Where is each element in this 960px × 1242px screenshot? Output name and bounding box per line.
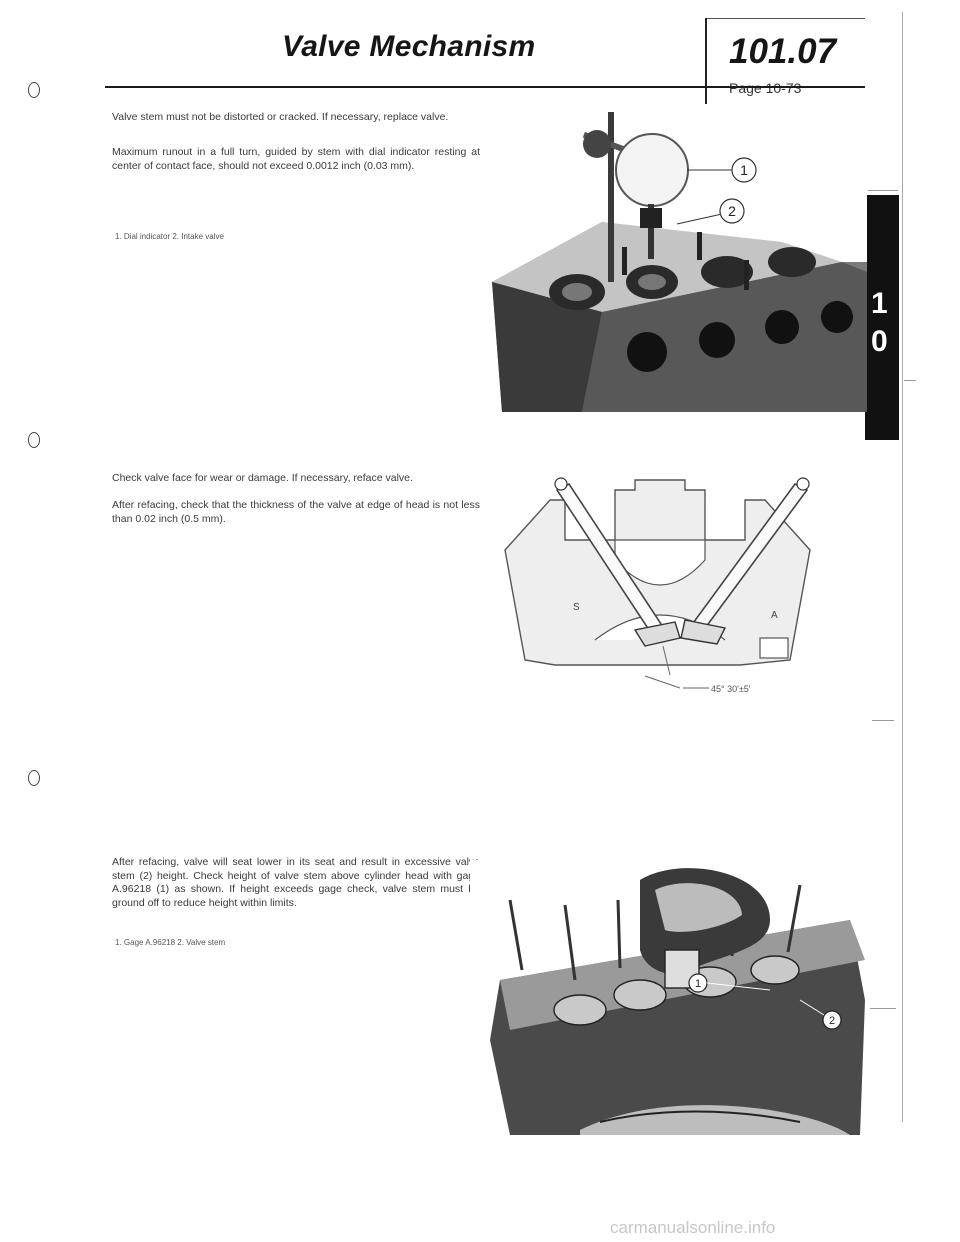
angle-annotation: 45° 30'±5' — [711, 684, 751, 694]
footer-watermark: carmanualsonline.info — [610, 1218, 776, 1237]
punch-hole-top — [28, 82, 40, 98]
header-rule — [105, 86, 863, 88]
diagram-label: A — [771, 610, 778, 621]
paragraph: After refacing, valve will seat lower in… — [112, 856, 480, 909]
section-top-rule — [707, 18, 865, 19]
paragraph: Valve stem must not be distorted or crac… — [112, 111, 449, 123]
section-thumb-tab: 1 0 — [865, 195, 899, 440]
margin-mark — [868, 190, 898, 191]
diagram-label: S — [573, 602, 580, 613]
margin-mark — [904, 380, 916, 381]
figure-legend: 1. Dial indicator 2. Intake valve — [115, 232, 224, 241]
figure-callout: 2 — [728, 203, 736, 219]
paragraph: After refacing, check that the thickness… — [112, 499, 480, 525]
figure-callout: 2 — [829, 1015, 835, 1027]
figure-callout: 1 — [740, 162, 748, 178]
margin-mark — [870, 1008, 896, 1009]
gage-check-photo: 1 2 — [470, 860, 870, 1135]
figure-legend: 1. Gage A.96218 2. Valve stem — [115, 938, 226, 947]
page-title: Valve Mechanism — [282, 30, 536, 63]
punch-hole-middle — [28, 432, 40, 448]
figure-callout: 1 — [695, 978, 701, 990]
margin-mark — [872, 720, 894, 721]
dial-indicator-photo: 1 2 — [482, 112, 867, 412]
page-reference: Page 10-73 — [729, 80, 802, 96]
paragraph: Check valve face for wear or damage. If … — [112, 472, 413, 484]
valve-section-diagram: S A 45° 30'±5' — [495, 470, 825, 720]
section-box: 101.07 Page 10-73 — [705, 18, 865, 104]
punch-hole-bottom — [28, 770, 40, 786]
tab-digit: 0 — [871, 325, 888, 358]
paragraph: Maximum runout in a full turn, guided by… — [112, 146, 480, 172]
tab-digit: 1 — [871, 287, 888, 320]
section-number: 101.07 — [729, 32, 837, 71]
binding-edge-line — [902, 12, 903, 1122]
